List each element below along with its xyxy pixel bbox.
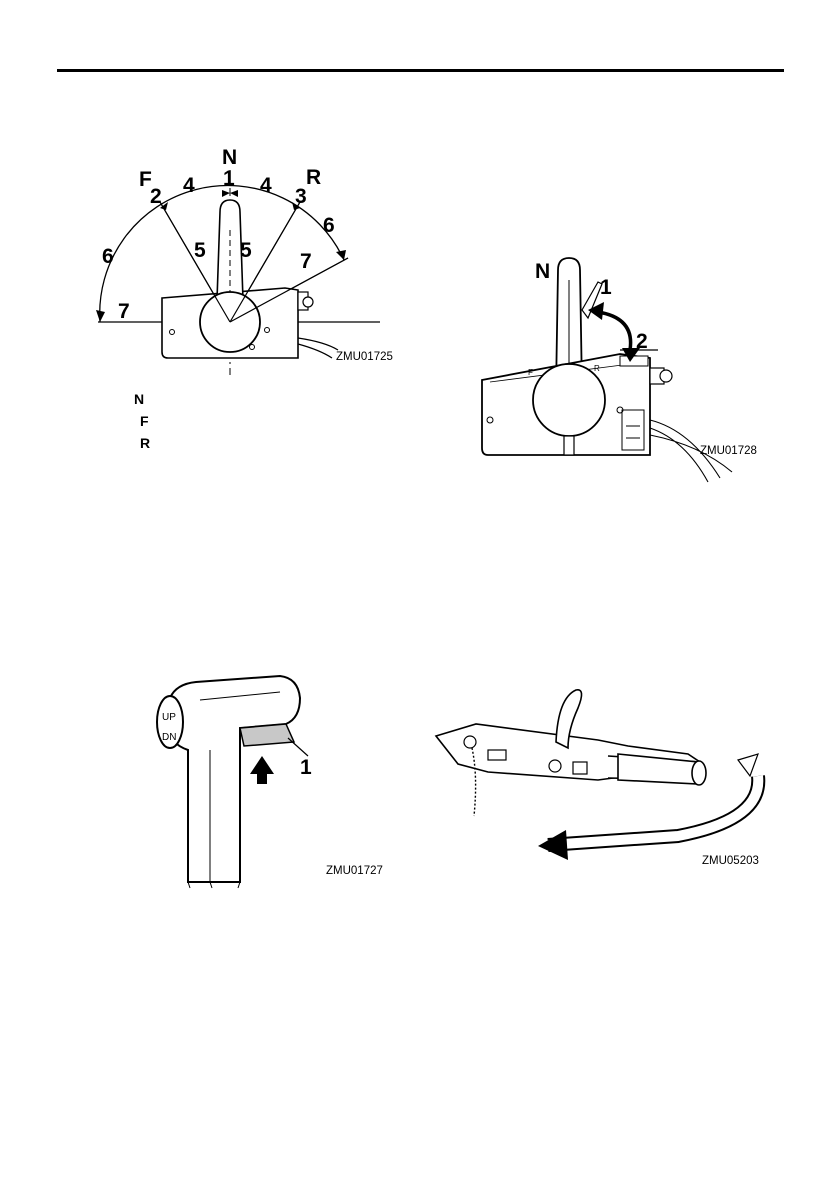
label-N: N [222, 146, 237, 169]
callout-5-left: 5 [194, 239, 206, 262]
mark-R: R [594, 364, 600, 373]
figure-neutral-lock: N F R 1 2 ZMU01728 [470, 250, 780, 485]
callout-5-right: 5 [240, 239, 252, 262]
mark-F: F [528, 368, 533, 377]
callout-1: 1 [223, 167, 235, 190]
figure-tiller-throttle: ZMU05203 [428, 680, 778, 875]
label-R: R [306, 166, 321, 189]
header-rule [57, 69, 784, 72]
switch-handle-diagram: UP DN 1 ZMU01727 [140, 670, 400, 890]
tiller-diagram: ZMU05203 [428, 680, 778, 875]
figure-code: ZMU01728 [700, 445, 757, 457]
shift-diagram: N 1 F 2 3 R 4 4 5 5 6 6 7 7 ZMU01725 [80, 140, 420, 380]
legend-reverse: R [134, 432, 150, 454]
callout-7-right: 7 [300, 250, 312, 273]
callout-4-right: 4 [260, 174, 272, 197]
callout-6-right: 6 [323, 214, 335, 237]
callout-4-left: 4 [183, 174, 195, 197]
figure-code: ZMU01727 [326, 865, 383, 877]
callout-7-left: 7 [118, 300, 130, 323]
control-box-diagram: N F R 1 2 ZMU01728 [470, 250, 780, 485]
figure-code: ZMU05203 [702, 855, 759, 867]
callout-1: 1 [300, 756, 312, 779]
press-arrow-icon [250, 756, 274, 784]
switch-up-label: UP [162, 712, 176, 723]
switch-dn-label: DN [162, 732, 176, 743]
callout-2: 2 [636, 330, 648, 353]
legend-neutral: N [134, 388, 150, 410]
figure-trim-switch: UP DN 1 ZMU01727 [140, 670, 400, 890]
label-N: N [535, 260, 550, 283]
position-legend: N F R [134, 388, 150, 454]
callout-1: 1 [600, 276, 612, 299]
callout-6-left: 6 [102, 245, 114, 268]
figure-shift-positions: N 1 F 2 3 R 4 4 5 5 6 6 7 7 ZMU01725 [80, 140, 420, 380]
figure-code: ZMU01725 [336, 351, 393, 363]
legend-forward: F [134, 410, 150, 432]
callout-2: 2 [150, 185, 162, 208]
callout-3: 3 [295, 185, 307, 208]
